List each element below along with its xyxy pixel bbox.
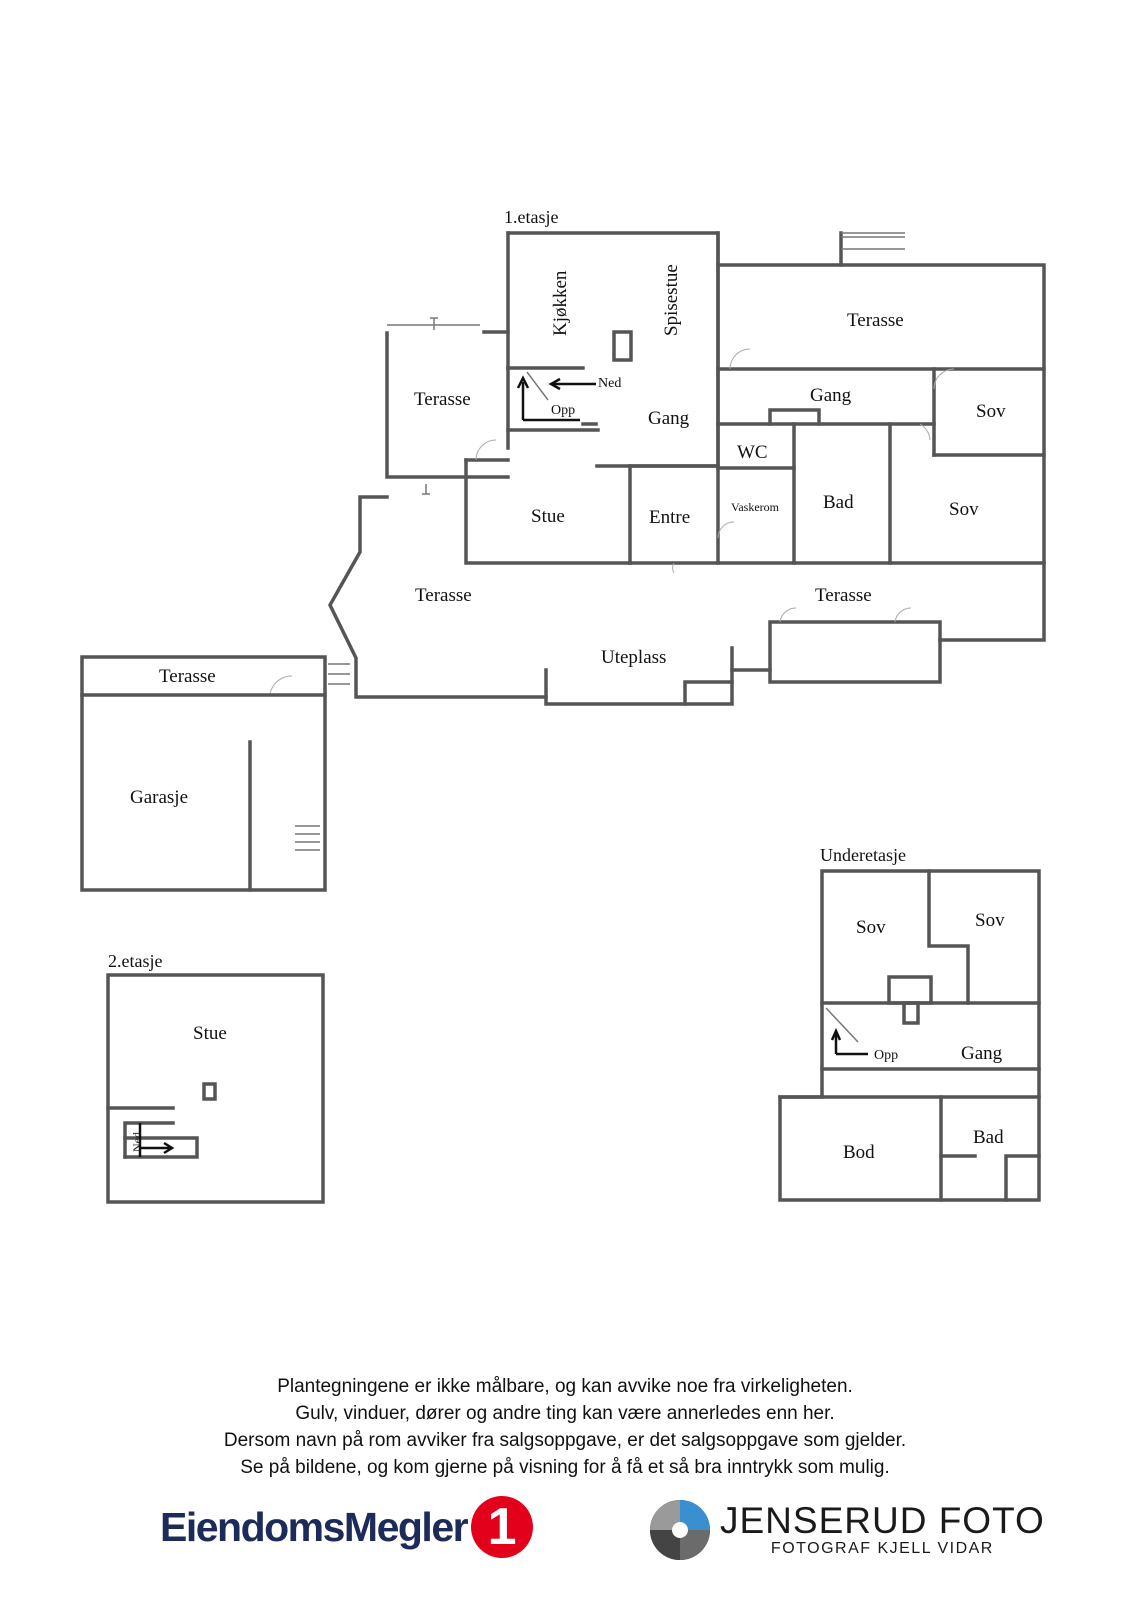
label-garasje: Garasje bbox=[130, 787, 188, 808]
garage-walls bbox=[80, 655, 350, 892]
disclaimer-line: Plantegningene er ikke målbare, og kan a… bbox=[277, 1376, 853, 1397]
second-floor-walls bbox=[106, 973, 325, 1204]
jenserud-foto-subtitle: FOTOGRAF KJELL VIDAR bbox=[770, 1540, 994, 1557]
basement-walls bbox=[778, 869, 1041, 1202]
label-ned-second: Ned bbox=[130, 1132, 144, 1152]
label-terasse-garage: Terasse bbox=[159, 666, 216, 687]
eiendomsmegler-logo-text: EiendomsMegler bbox=[160, 1503, 469, 1550]
floor-labels: 1.etasje 2.etasje Underetasje bbox=[108, 207, 906, 971]
jenserud-foto-title: JENSERUD FOTO bbox=[720, 1500, 1045, 1541]
first-floor-walls bbox=[328, 231, 1046, 706]
label-terasse-top: Terasse bbox=[847, 310, 904, 331]
label-stue-second: Stue bbox=[193, 1023, 227, 1044]
jenserud-foto-logo: JENSERUD FOTO FOTOGRAF KJELL VIDAR bbox=[648, 1495, 1045, 1565]
label-stue-first: Stue bbox=[531, 506, 565, 527]
label-ned-first: Ned bbox=[598, 376, 621, 391]
disclaimer-line: Se på bildene, og kom gjerne på visning … bbox=[240, 1457, 890, 1478]
label-terasse-front: Terasse bbox=[415, 585, 472, 606]
label-bad-first: Bad bbox=[823, 492, 854, 513]
room-labels: Kjøkken Spisestue Terasse Terasse Ned Op… bbox=[130, 264, 1006, 1163]
label-first-floor: 1.etasje bbox=[504, 207, 558, 227]
disclaimer-line: Dersom navn på rom avviker fra salgsoppg… bbox=[223, 1430, 907, 1451]
label-gang-first: Gang bbox=[648, 408, 690, 429]
label-spisestue: Spisestue bbox=[661, 264, 682, 336]
camera-aperture-icon bbox=[650, 1500, 710, 1560]
disclaimer: Plantegningene er ikke målbare, og kan a… bbox=[115, 1373, 1015, 1481]
label-basement: Underetasje bbox=[820, 845, 906, 865]
label-kjokken: Kjøkken bbox=[550, 270, 571, 336]
label-entre: Entre bbox=[649, 507, 690, 528]
door-swings bbox=[269, 348, 955, 695]
label-terasse-front-right: Terasse bbox=[815, 585, 872, 606]
label-sov-basement-left: Sov bbox=[856, 917, 886, 938]
label-opp-first: Opp bbox=[551, 403, 575, 418]
eiendomsmegler-badge: 1 bbox=[471, 1496, 534, 1558]
label-gang-basement: Gang bbox=[961, 1043, 1003, 1064]
label-second-floor: 2.etasje bbox=[108, 951, 162, 971]
label-wc: WC bbox=[737, 442, 768, 463]
label-opp-basement: Opp bbox=[874, 1048, 898, 1063]
label-sov-east-bottom: Sov bbox=[949, 499, 979, 520]
label-sov-basement-right: Sov bbox=[975, 910, 1005, 931]
label-bad-basement: Bad bbox=[973, 1127, 1004, 1148]
label-sov-east-top: Sov bbox=[976, 401, 1006, 422]
eiendomsmegler-logo: EiendomsMegler 1 bbox=[160, 1496, 534, 1558]
label-gang-east: Gang bbox=[810, 385, 852, 406]
label-uteplass: Uteplass bbox=[601, 647, 666, 668]
disclaimer-line: Gulv, vinduer, dører og andre ting kan v… bbox=[295, 1403, 835, 1424]
label-vaskerom: Vaskerom bbox=[731, 500, 780, 514]
label-terasse-left: Terasse bbox=[414, 389, 471, 410]
label-bod: Bod bbox=[843, 1142, 875, 1163]
first-floor-stairs bbox=[422, 317, 596, 495]
